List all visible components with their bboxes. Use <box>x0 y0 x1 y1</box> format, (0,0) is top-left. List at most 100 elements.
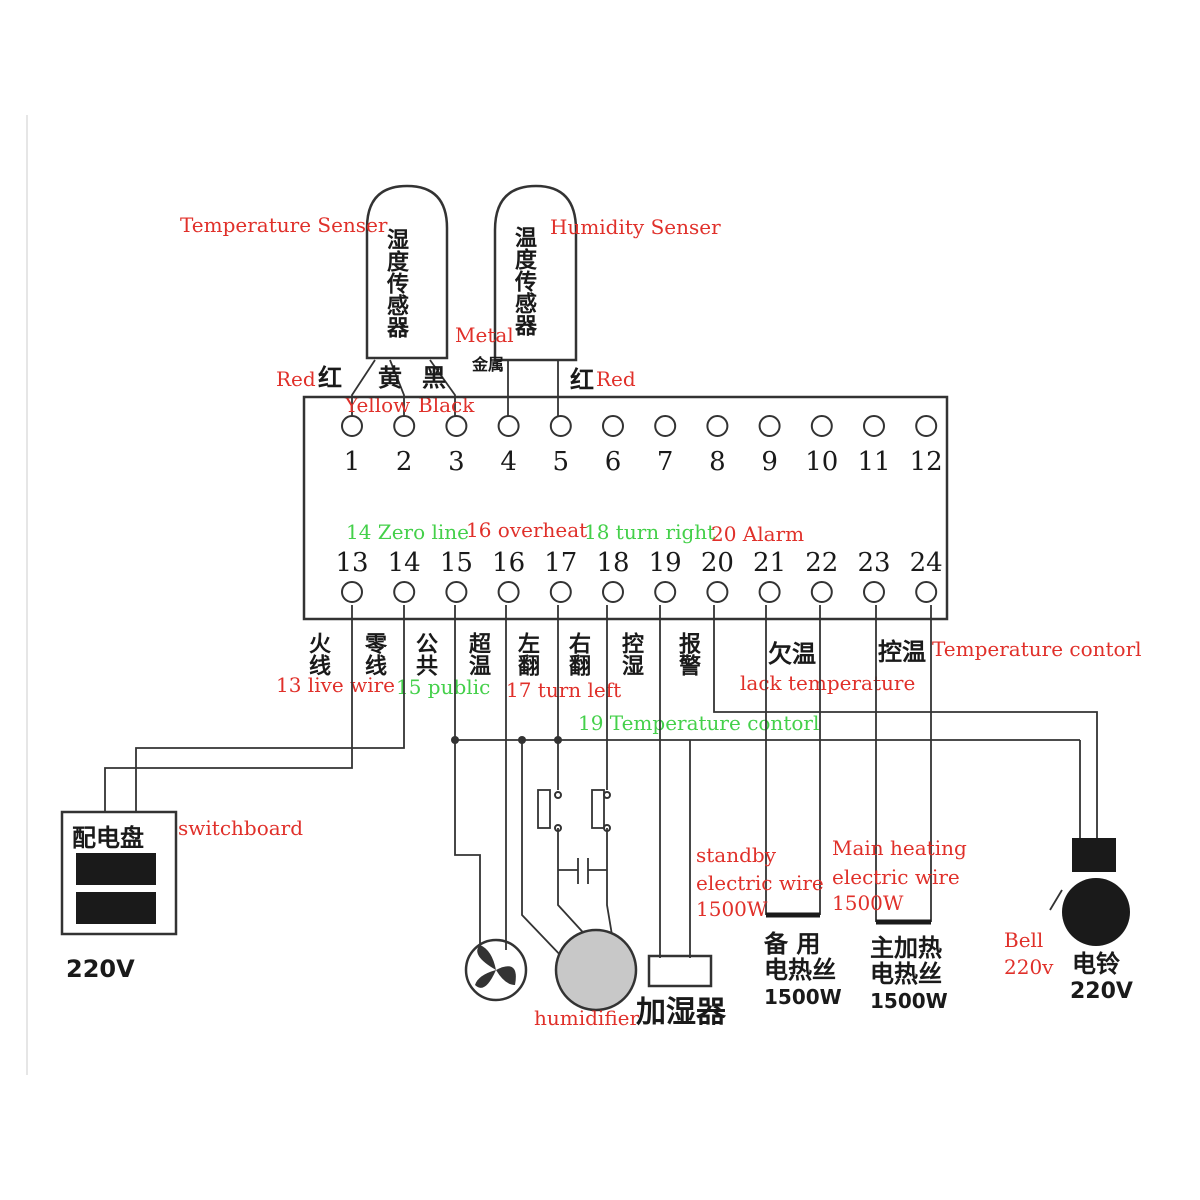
cn-public: 公共 <box>412 632 438 677</box>
terminal-number-9: 9 <box>761 447 778 477</box>
standby-l1: standby <box>696 843 777 867</box>
terminal-number-16: 16 <box>492 548 525 578</box>
terminal-23 <box>863 581 885 603</box>
label-alarm: 20 Alarm <box>711 522 804 546</box>
wire-red-right: Red <box>596 367 636 391</box>
wire-red-right-cn: 红 <box>570 365 594 394</box>
sensor-left-cn: 湿度传感器 <box>383 228 410 339</box>
standby-l2: electric wire <box>696 871 824 895</box>
terminal-13 <box>341 581 363 603</box>
terminal-22 <box>810 581 833 603</box>
switchboard-label: switchboard <box>178 816 303 840</box>
wire-metal-cn: 金属 <box>471 355 504 374</box>
label-live-wire: 13 live wire <box>276 673 395 697</box>
label-overheat: 16 overheat <box>466 518 587 542</box>
terminal-24 <box>915 581 938 603</box>
terminal-16 <box>497 581 520 603</box>
humidity-sensor-left: 湿度传感器 <box>365 184 449 360</box>
wire-red-left-cn: 红 <box>318 363 342 392</box>
terminal-6 <box>602 415 624 437</box>
sensor-right-cn: 温度传感器 <box>511 226 538 337</box>
terminal-8 <box>706 415 729 437</box>
terminal-14 <box>393 581 416 603</box>
terminal-9 <box>758 415 781 437</box>
bell-cn: 电铃 <box>1072 949 1120 978</box>
terminal-number-24: 24 <box>910 548 943 578</box>
terminal-18 <box>602 581 624 603</box>
terminal-number-14: 14 <box>388 548 421 578</box>
terminal-12 <box>915 415 938 437</box>
sensor-leads <box>351 359 559 420</box>
wire-black-cn: 黑 <box>422 363 446 392</box>
fan-icon <box>464 938 528 1002</box>
humidifier-cn: 加湿器 <box>636 995 727 1030</box>
terminal-number-10: 10 <box>805 447 838 477</box>
terminal-2 <box>393 415 416 437</box>
terminal-number-20: 20 <box>701 548 734 578</box>
terminal-block <box>302 395 949 621</box>
bell-label1: Bell <box>1004 928 1043 952</box>
motor-icon <box>554 928 638 1012</box>
terminal-15 <box>445 581 468 603</box>
cn-lack-temp: 欠温 <box>768 639 816 668</box>
terminal-number-21: 21 <box>753 548 786 578</box>
terminal-number-15: 15 <box>440 548 473 578</box>
terminal-3 <box>445 415 468 437</box>
label-zero-line: 14 Zero line <box>346 520 469 544</box>
main-heating-cn1: 主加热 <box>870 933 942 962</box>
temperature-sensor-right: 温度传感器 <box>493 184 578 362</box>
humidifier-label: humidifier <box>534 1006 639 1030</box>
terminal-10 <box>810 415 833 437</box>
label-turn-right: 18 turn right <box>584 520 715 544</box>
cn-turn-left: 左翻 <box>514 631 540 676</box>
cn-live: 火线 <box>305 632 331 677</box>
terminal-number-8: 8 <box>709 447 726 477</box>
cn-alarm: 报警 <box>675 632 702 677</box>
terminal-number-11: 11 <box>857 447 890 477</box>
terminal-20 <box>706 581 729 603</box>
bell-voltage: 220V <box>1070 979 1133 1004</box>
label-temp-control: Temperature contorl <box>932 637 1142 661</box>
terminal-number-12: 12 <box>910 447 943 477</box>
label-public: 15 public <box>396 675 490 699</box>
main-heating-l1: Main heating <box>832 836 967 860</box>
terminal-number-3: 3 <box>448 447 465 477</box>
standby-cn2: 电热丝 <box>764 955 836 984</box>
terminal-number-5: 5 <box>553 447 570 477</box>
sensor-right-label: Humidity Senser <box>550 215 721 239</box>
terminal-4 <box>497 415 520 437</box>
terminal-17 <box>549 581 572 603</box>
standby-cn3: 1500W <box>764 985 842 1009</box>
terminal-11 <box>863 415 885 437</box>
terminal-7 <box>654 415 677 437</box>
humidifier-box <box>647 954 713 988</box>
bell-icon <box>1049 838 1130 946</box>
terminal-number-4: 4 <box>500 447 517 477</box>
terminal-number-19: 19 <box>649 548 682 578</box>
cn-humidity-control: 控湿 <box>618 631 644 676</box>
terminal-1 <box>341 415 363 437</box>
terminal-number-13: 13 <box>335 548 368 578</box>
terminal-number-6: 6 <box>605 447 622 477</box>
main-heating-l2: electric wire <box>832 865 960 889</box>
cn-zero: 零线 <box>361 632 388 677</box>
standby-cn1: 备 用 <box>763 929 820 958</box>
cn-temp-control: 控温 <box>878 637 926 666</box>
wiring-lines <box>104 605 1098 961</box>
label-temp-control-19: 19 Temperature contorl <box>578 711 819 735</box>
standby-l3: 1500W <box>696 897 768 921</box>
terminal-number-22: 22 <box>805 548 838 578</box>
switchboard-cn: 配电盘 <box>72 823 144 852</box>
terminal-19 <box>654 581 677 603</box>
main-heating-cn2: 电热丝 <box>870 959 942 988</box>
wire-yellow-cn: 黄 <box>378 363 402 392</box>
label-turn-left: 17 turn left <box>506 678 621 702</box>
switchboard: 配电盘 <box>60 810 178 936</box>
sensor-left-label: Temperature Senser <box>180 213 388 237</box>
terminal-number-23: 23 <box>857 548 890 578</box>
terminal-number-1: 1 <box>344 447 361 477</box>
cn-overheat: 超温 <box>465 632 491 676</box>
